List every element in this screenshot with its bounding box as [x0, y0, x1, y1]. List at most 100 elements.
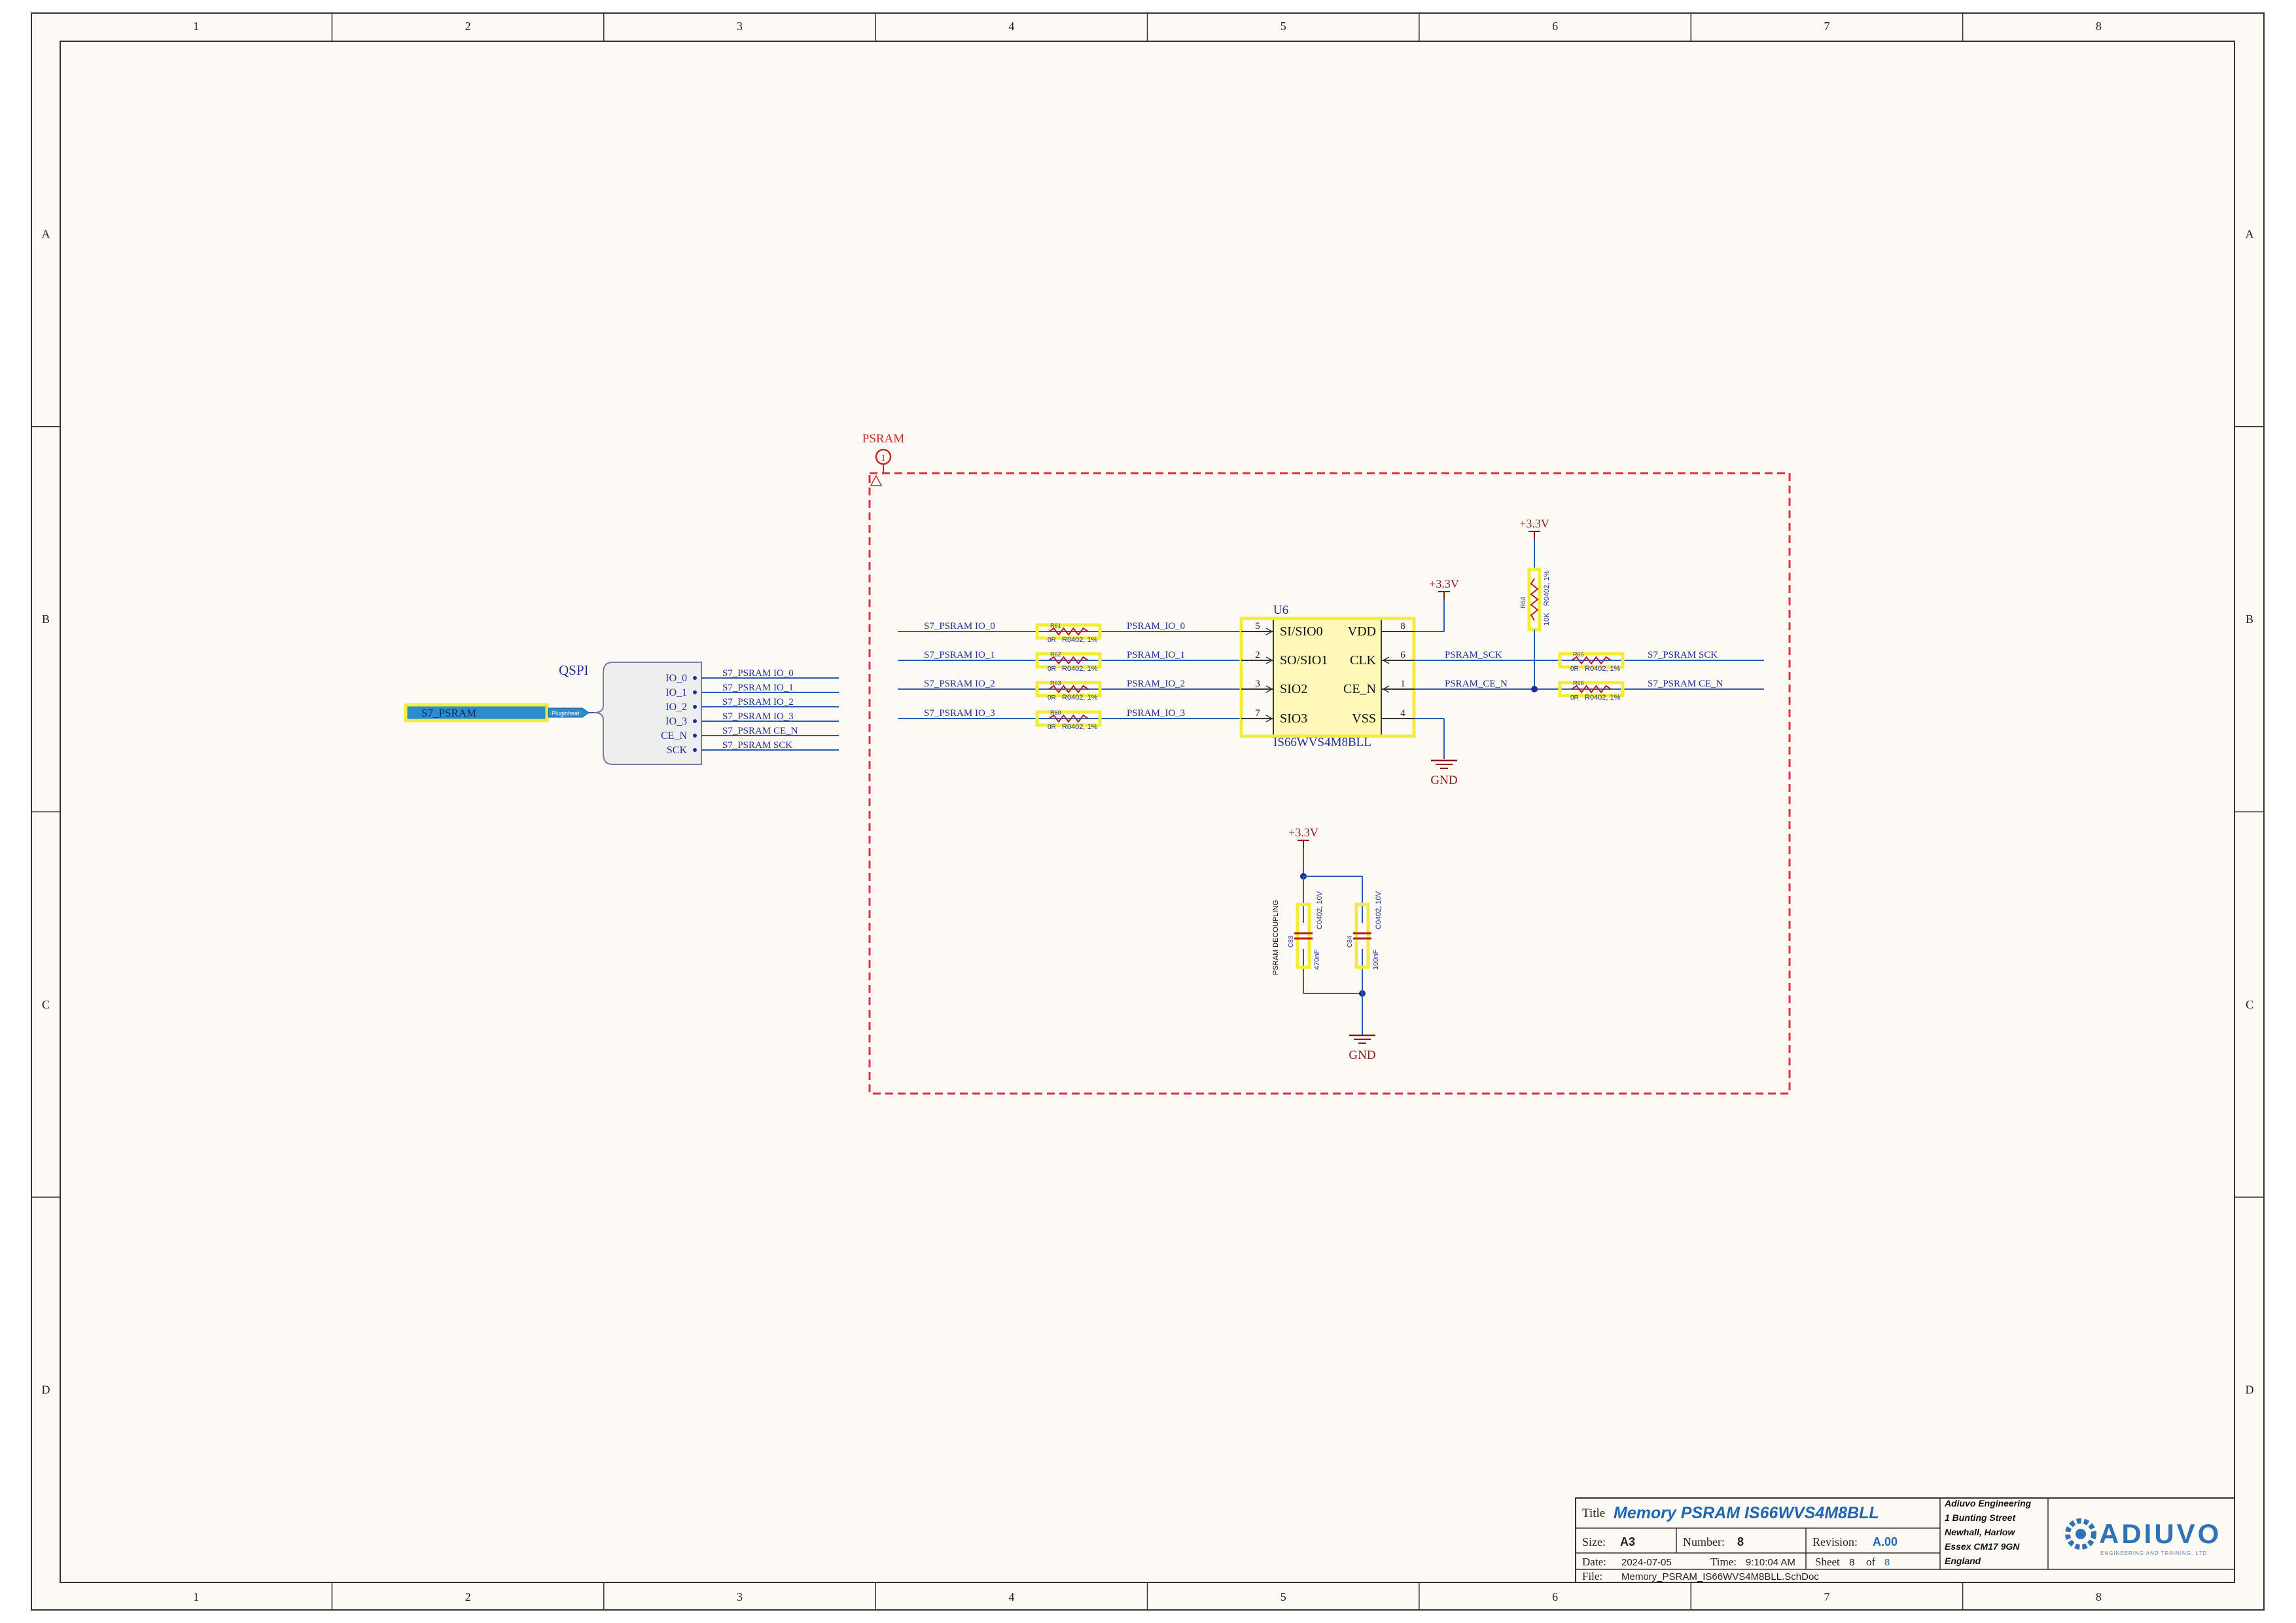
ground-label: GND	[1349, 1048, 1375, 1062]
resistor-symbol	[1048, 685, 1089, 694]
resistor-package: R0402, 1%	[1585, 694, 1621, 702]
resistor-r62[interactable]: R62 0R R0402, 1%	[1035, 651, 1102, 673]
harness-entry-io_0: IO_0	[665, 673, 687, 684]
zone-row-label-right: C	[2246, 998, 2253, 1011]
resistor-ref: R62	[1050, 651, 1061, 658]
cap-highlight	[1354, 902, 1370, 969]
zone-column-label-bottom: 6	[1552, 1590, 1558, 1603]
resistor-symbol	[1530, 578, 1539, 621]
cap-highlight	[1296, 902, 1311, 969]
psram-net-label: PSRAM_IO_0	[1127, 621, 1185, 632]
region-box	[868, 472, 1791, 1095]
ic-pin-name: VSS	[1352, 711, 1376, 726]
pin-direction-icon	[1265, 628, 1273, 635]
tb-revision-label: Revision:	[1812, 1535, 1858, 1548]
gear-hub	[2075, 1529, 2086, 1539]
pin-direction-icon	[1265, 715, 1273, 722]
ground-port: GND	[1430, 759, 1458, 787]
tb-of-label: of	[1866, 1556, 1876, 1568]
harness-entry-io_1: IO_1	[665, 687, 687, 698]
ic-pin-number: 1	[1400, 679, 1405, 689]
left-net-label: S7_PSRAM IO_3	[924, 708, 995, 719]
zone-column-label-bottom: 1	[193, 1590, 199, 1603]
resistor-value: 0R	[1570, 694, 1579, 702]
resistor-value: 0R	[1048, 666, 1056, 673]
zone-row-label-left: A	[42, 227, 50, 240]
pin-direction-icon	[1382, 656, 1390, 664]
resistor-package: R0402, 1%	[1062, 636, 1098, 644]
ic-pin-name: SI/SIO0	[1280, 624, 1323, 639]
resistor-package: R0402, 1%	[1585, 665, 1621, 673]
power-label: +3.3V	[1519, 517, 1549, 530]
harness-net-label: S7_PSRAM IO_2	[722, 697, 794, 707]
harness-entry-sck: SCK	[667, 745, 688, 756]
company-line: Newhall, Harlow	[1945, 1527, 2015, 1537]
decoupling-label: PSRAM DECOUPLING	[1272, 900, 1280, 975]
resistor-value: 0R	[1048, 694, 1056, 702]
power-label: +3.3V	[1429, 577, 1459, 590]
zone-column-label-top: 6	[1552, 20, 1558, 33]
cap-ref: C83	[1288, 935, 1295, 948]
region-label: PSRAM	[862, 432, 905, 446]
psram-region: PSRAM 1	[862, 432, 1791, 1095]
harness-entry-dot	[693, 748, 697, 752]
resistor-ref: R64	[1520, 596, 1527, 609]
ic-pin-number: 4	[1400, 708, 1405, 719]
region-marker-number: 1	[881, 453, 886, 463]
tb-of: 8	[1884, 1557, 1890, 1568]
psram-sck-label: PSRAM_SCK	[1445, 650, 1502, 660]
harness-body[interactable]	[593, 662, 702, 765]
resistor-package: R0402, 1%	[1062, 665, 1098, 673]
psram-net-label: PSRAM_IO_2	[1127, 679, 1185, 689]
resistor-highlight	[1035, 652, 1102, 669]
harness-connector-label: S7_PSRAM	[421, 707, 476, 719]
ic-pin-number: 8	[1400, 621, 1405, 632]
zone-row-label-left: C	[42, 998, 50, 1011]
ic-part: IS66WVS4M8BLL	[1273, 736, 1371, 749]
ground-label: GND	[1430, 774, 1457, 787]
logo-text: ADIUVO	[2099, 1518, 2221, 1549]
harness-entry-ce_n: CE_N	[661, 730, 687, 741]
region-corner-triangle	[870, 474, 883, 486]
power-port-3v3: +3.3V	[1288, 826, 1318, 848]
tb-date: 2024-07-05	[1621, 1557, 1672, 1568]
harness-entry-dot	[693, 690, 697, 694]
harness-entry-io_2: IO_2	[665, 702, 687, 713]
ic-pin-name: VDD	[1348, 624, 1376, 639]
resistor-symbol	[1048, 627, 1089, 636]
zone-column-label-bottom: 8	[2096, 1590, 2102, 1603]
harness-connector[interactable]	[404, 703, 549, 722]
logo-subtext: ENGINEERING AND TRAINING, LTD.	[2100, 1550, 2209, 1556]
resistor-symbol	[1048, 656, 1089, 665]
harness-net-label: S7_PSRAM IO_1	[722, 683, 794, 693]
resistor-symbol	[1571, 656, 1612, 665]
tb-sheet-label: Sheet	[1815, 1556, 1840, 1568]
tb-revision: A.00	[1873, 1535, 1898, 1548]
ic-ref: U6	[1273, 603, 1288, 617]
pin-direction-icon	[1382, 685, 1390, 693]
ic-pin-name: CE_N	[1343, 682, 1376, 696]
harness-entry-io_3: IO_3	[665, 716, 687, 727]
external-sck-label: S7_PSRAM SCK	[1648, 650, 1718, 660]
gear-icon	[2065, 1518, 2096, 1550]
tb-date-label: Date:	[1582, 1556, 1606, 1568]
pin-direction-icon	[1265, 685, 1273, 693]
power-port-3v3: +3.3V	[1519, 517, 1549, 539]
zone-column-label-top: 3	[737, 20, 743, 33]
company-line: England	[1945, 1556, 1981, 1566]
ic-pin-number: 2	[1255, 650, 1260, 660]
zone-column-label-bottom: 5	[1280, 1590, 1286, 1603]
harness-tag[interactable]	[548, 707, 590, 718]
harness-tag-label: Pluginheat	[552, 710, 580, 717]
